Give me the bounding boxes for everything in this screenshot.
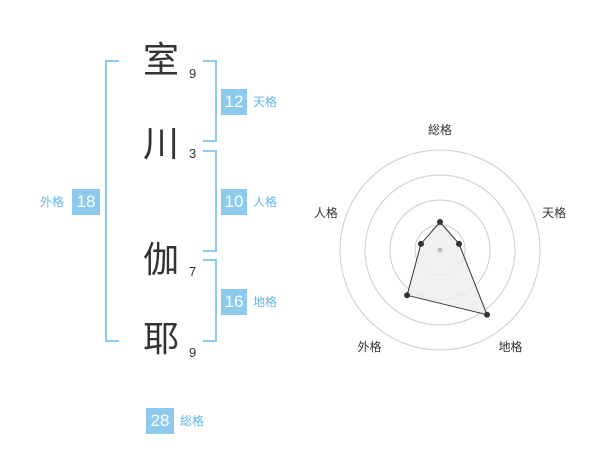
name-char-3: 伽 [143,240,180,281]
chikaku-value: 16 [221,289,247,315]
name-char-4: 耶 [143,319,180,360]
radar-axis-label: 地格 [499,339,523,354]
tenkaku-value: 12 [221,89,247,115]
stroke-count-4: 9 [189,345,197,360]
radar-data-point [456,240,463,247]
gaikaku-bracket [105,60,119,342]
name-char-2: 川 [143,124,180,165]
jinkaku-value: 10 [221,189,247,215]
radar-axis-label: 外格 [357,339,381,354]
tenkaku-label: 天格 [253,95,278,109]
radar-data-point [484,311,491,318]
radar-data-point [417,240,424,247]
gaikaku-value: 18 [72,189,100,215]
soukaku-value: 28 [146,408,174,434]
radar-data-point [437,219,443,225]
gaikaku-label: 外格 [40,195,65,209]
jinkaku-bracket [203,150,217,252]
stroke-count-3: 7 [189,264,197,279]
name-char-1: 室 [143,40,180,81]
jinkaku-label: 人格 [253,195,278,209]
radar-axis-label: 天格 [542,205,566,220]
radar-series-area [406,221,488,316]
tenkaku-bracket [203,60,217,142]
chikaku-label: 地格 [253,295,278,309]
radar-grid-ring [364,174,516,326]
soukaku-label: 総格 [180,414,205,428]
radar-center-dot [437,247,443,253]
radar-axis-label: 人格 [314,205,338,220]
stroke-count-2: 3 [189,146,197,161]
radar-data-point [404,292,411,299]
radar-grid-ring [339,149,541,351]
chikaku-bracket [203,259,217,342]
radar-axis-label: 総格 [428,122,452,137]
stroke-count-1: 9 [189,66,197,81]
